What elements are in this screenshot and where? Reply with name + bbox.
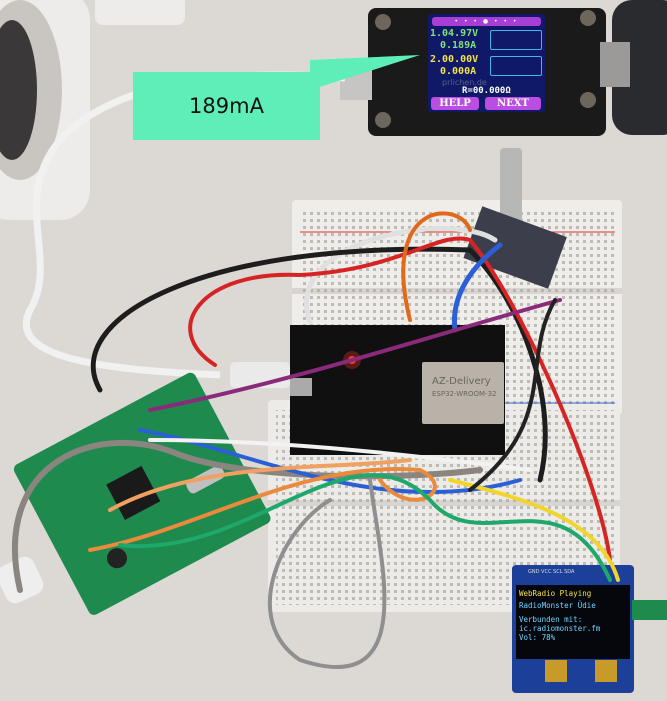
esp32-model: ESP32-WROOM-32 [432,390,497,398]
next-button[interactable]: NEXT [485,97,541,110]
meter-resistance: R=00.000Ω [462,86,511,96]
esp32-brand: AZ-Delivery [432,376,491,387]
jumper-wires [11,211,620,669]
meter-voltage-2: 2.00.00V [430,54,479,65]
oled-display: WebRadio Playing RadioMonster Üdie Verbu… [516,585,630,659]
battery-cable-icon [490,30,542,50]
oled-stream-host: ic.radiomonster.fm [519,624,601,633]
speaker [0,0,185,220]
meter-current-1: 0.189A [440,40,477,51]
help-button[interactable]: HELP [431,97,479,110]
esp32-module: AZ-Delivery ESP32-WROOM-32 [422,362,504,424]
oled-pin-labels: GND VCC SCL SDA [528,569,575,575]
callout-pointer [310,55,420,90]
oled-station: RadioMonster Üdie [519,601,596,610]
usb-meter-screen: • • • ● • • • 1.04.97V 0.189A 2.00.00V 0… [428,14,545,112]
encoder-board [463,206,567,289]
oled-title: WebRadio Playing [519,589,592,598]
meter-watermark: prlichen.de [442,78,487,87]
oled-connected-label: Verbunden mit: [519,615,583,624]
meter-voltage-1: 1.04.97V [430,28,479,39]
potentiometer-shaft [500,148,522,228]
page-indicator: • • • ● • • • [432,17,541,26]
current-callout: 189mA [133,72,320,140]
oled-volume: Vol: 78% [519,633,556,642]
meter-current-2: 0.000A [440,66,477,77]
battery-cable-icon [490,56,542,76]
dark-case [612,0,667,135]
